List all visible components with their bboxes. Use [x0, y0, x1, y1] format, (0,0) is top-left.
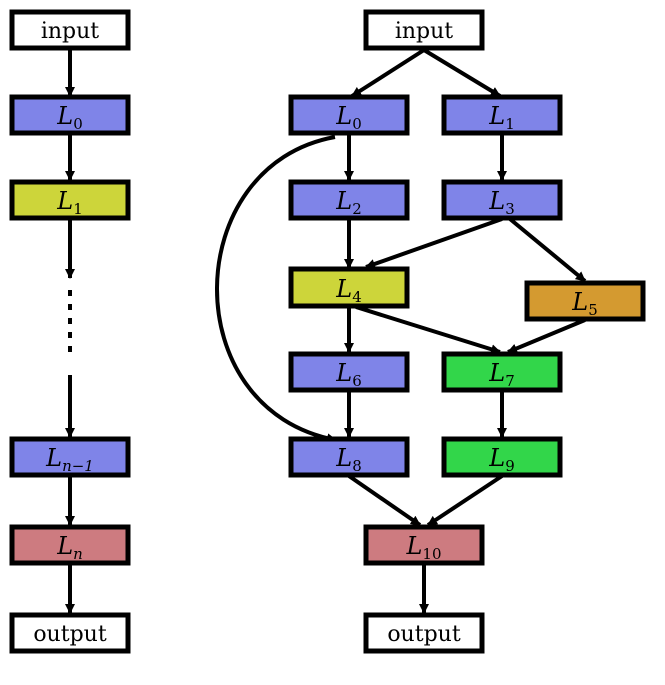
graph-l5-node: L5	[524, 280, 646, 322]
graph-l6-node: L6	[288, 351, 410, 393]
edge-input-l1	[422, 48, 502, 98]
node-box	[9, 179, 131, 221]
node-box	[363, 524, 485, 566]
node-box	[524, 280, 646, 322]
node-box	[441, 351, 563, 393]
node-box	[288, 436, 410, 478]
chain-nodes: input L0 L1 Ln−1 Ln output	[9, 9, 131, 654]
graph-l2-node: L2	[288, 179, 410, 221]
graph-l8-node: L8	[288, 436, 410, 478]
node-box	[363, 9, 485, 51]
edge-l5-l7	[507, 318, 586, 354]
node-label: L5	[571, 288, 597, 319]
node-label: L4	[335, 275, 361, 306]
node-label: L9	[488, 444, 514, 475]
edge-l3-l5	[508, 217, 587, 283]
ellipsis-dot	[68, 346, 72, 352]
node-box	[9, 94, 131, 136]
ellipsis-dot	[68, 332, 72, 338]
node-box	[288, 179, 410, 221]
node-label: L6	[335, 359, 361, 390]
node-box	[9, 524, 131, 566]
node-label: L10	[405, 532, 441, 563]
graph-nodes: input L0 L1 L2 L3 L4 L5 L6	[288, 9, 646, 654]
edge-l3-l4	[365, 217, 503, 269]
node-box	[441, 94, 563, 136]
chain-lnm1-node: Ln−1	[9, 436, 131, 478]
ellipsis-dot	[68, 290, 72, 296]
edge-l8-l10	[347, 474, 422, 527]
chain-ln-node: Ln	[9, 524, 131, 566]
node-box	[288, 351, 410, 393]
node-label: L7	[488, 359, 514, 390]
graph-l4-node: L4	[288, 266, 410, 309]
chain-input-node: input	[9, 9, 131, 51]
node-label: L1	[56, 187, 82, 218]
ellipsis-dot	[68, 318, 72, 324]
node-box	[363, 612, 485, 654]
node-box	[9, 9, 131, 51]
edge-input-l0	[350, 48, 426, 98]
graph-l0-node: L0	[288, 94, 410, 136]
node-label: L1	[488, 102, 514, 133]
node-label: Ln	[56, 532, 83, 563]
node-box	[9, 436, 131, 478]
node-label: L2	[335, 187, 361, 218]
graph-edges	[215, 48, 587, 614]
edge-l9-l10	[426, 474, 504, 527]
node-box	[9, 612, 131, 654]
node-label: L0	[335, 102, 361, 133]
node-label: L8	[335, 444, 361, 475]
graph-l3-node: L3	[441, 179, 563, 221]
graph-input-node: input	[363, 9, 485, 51]
chain-l0-node: L0	[9, 94, 131, 136]
node-box	[441, 179, 563, 221]
node-label: input	[41, 19, 99, 44]
graph-l1-node: L1	[441, 94, 563, 136]
graph-l10-node: L10	[363, 524, 485, 566]
chain-l1-node: L1	[9, 179, 131, 221]
node-label: output	[387, 622, 461, 647]
node-box	[441, 436, 563, 478]
node-label: Ln−1	[45, 444, 94, 475]
node-label: input	[395, 19, 453, 44]
graph-l7-node: L7	[441, 351, 563, 393]
graph-output-node: output	[363, 612, 485, 654]
edge-l4-l7	[355, 305, 501, 355]
ellipsis-dot	[68, 304, 72, 310]
node-box	[288, 94, 410, 136]
node-label: L3	[488, 187, 514, 218]
node-label: output	[33, 622, 107, 647]
chain-output-node: output	[9, 612, 131, 654]
node-label: L0	[56, 102, 82, 133]
ellipsis-dots	[68, 290, 72, 352]
node-box	[288, 266, 410, 309]
graph-l9-node: L9	[441, 436, 563, 478]
edge-l0-l8-skip	[215, 135, 337, 444]
